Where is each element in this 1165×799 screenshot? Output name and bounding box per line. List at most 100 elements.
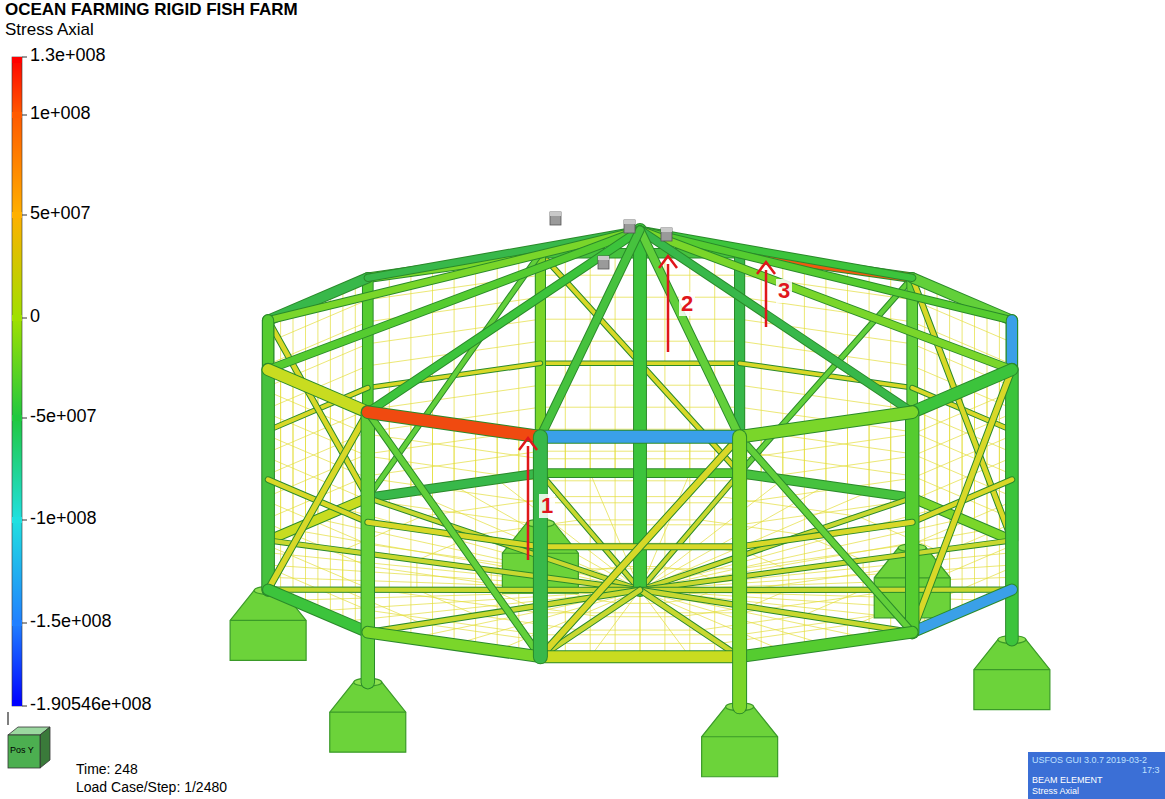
beam-outline bbox=[1006, 320, 1018, 369]
chart-title: OCEAN FARMING RIGID FISH FARM bbox=[5, 1, 298, 20]
pontoon-body bbox=[974, 640, 1050, 710]
arrow-head bbox=[659, 256, 677, 268]
tick-mark bbox=[22, 57, 27, 58]
net-line bbox=[560, 643, 719, 644]
net-line bbox=[912, 454, 1012, 497]
beam-member bbox=[640, 590, 912, 632]
beam-outline bbox=[368, 412, 541, 437]
info-panel bbox=[1028, 752, 1165, 799]
callout-arrow bbox=[765, 270, 768, 327]
net-line bbox=[640, 590, 641, 657]
pontoon-body bbox=[330, 682, 406, 752]
legend-swatch bbox=[12, 57, 22, 63]
legend-value: -1e+008 bbox=[30, 509, 97, 529]
gray-block bbox=[598, 256, 609, 269]
pontoon-edge bbox=[230, 620, 306, 621]
beam-member bbox=[1007, 320, 1017, 369]
beam-outline bbox=[368, 632, 541, 657]
beam-outline bbox=[268, 412, 368, 589]
beam-member bbox=[362, 412, 374, 682]
beam-member bbox=[640, 587, 1012, 592]
legend-value: 5e+007 bbox=[30, 204, 91, 224]
pontoon-edge bbox=[330, 712, 406, 713]
pontoon-edge bbox=[702, 736, 778, 737]
legend-value: 1.3e+008 bbox=[30, 46, 106, 66]
beam-outline bbox=[265, 320, 272, 589]
pontoon bbox=[974, 636, 1050, 710]
beam-member bbox=[268, 370, 368, 413]
gray-block bbox=[550, 212, 561, 225]
beam-member bbox=[268, 587, 640, 592]
beam-member bbox=[640, 230, 740, 437]
beam-outline bbox=[540, 230, 640, 437]
net-line bbox=[640, 589, 1012, 590]
beam-member bbox=[368, 412, 541, 437]
beam-outline bbox=[533, 437, 548, 657]
beam-outline bbox=[540, 437, 739, 657]
legend-swatch bbox=[12, 620, 22, 626]
net-line bbox=[268, 589, 640, 590]
beam-outline bbox=[740, 473, 913, 498]
arrow-head bbox=[519, 438, 537, 450]
beam-member bbox=[740, 473, 913, 498]
beam-outline bbox=[368, 412, 541, 657]
tick-mark bbox=[22, 520, 27, 521]
legend-swatch bbox=[12, 700, 22, 706]
beam-member bbox=[268, 590, 368, 633]
beam-outline bbox=[1005, 370, 1019, 640]
beam-member bbox=[640, 590, 740, 657]
callout-number: 1 bbox=[539, 494, 555, 518]
gray-block bbox=[661, 228, 672, 241]
callout-number: 2 bbox=[679, 292, 695, 316]
beam-outline bbox=[640, 230, 740, 437]
beam-outline bbox=[640, 586, 1012, 593]
pontoon-edge bbox=[974, 669, 1050, 670]
net-line bbox=[912, 322, 1012, 365]
net-line bbox=[640, 473, 690, 590]
beam-member bbox=[912, 370, 1012, 633]
callout-arrow bbox=[667, 264, 670, 352]
net-line bbox=[417, 590, 477, 616]
beam-outline bbox=[262, 320, 275, 590]
beam-outline bbox=[268, 370, 368, 413]
element-label: BEAM ELEMENT bbox=[1032, 776, 1103, 786]
beam-member bbox=[268, 412, 368, 589]
net-line bbox=[416, 560, 417, 590]
net-line bbox=[912, 432, 1012, 475]
gray-block bbox=[624, 220, 635, 233]
net-line bbox=[343, 590, 423, 624]
beam-member bbox=[540, 437, 739, 657]
beam-member bbox=[534, 437, 547, 657]
beam-member bbox=[640, 230, 1012, 320]
gray-block-top bbox=[550, 212, 561, 216]
beam-outline bbox=[740, 632, 913, 657]
gray-block-top bbox=[598, 256, 609, 260]
beam-member bbox=[266, 320, 271, 589]
beam-member bbox=[634, 230, 646, 590]
beam-outline bbox=[640, 590, 740, 657]
beam-outline bbox=[361, 412, 375, 682]
beam-outline bbox=[740, 437, 913, 632]
time-label: Time: 248 bbox=[76, 762, 138, 777]
callout-number: 3 bbox=[776, 279, 792, 303]
beam-member bbox=[263, 320, 273, 369]
legend-value: 0 bbox=[30, 307, 40, 327]
tick-mark bbox=[22, 115, 27, 116]
tick-mark bbox=[22, 623, 27, 624]
software-label: USFOS GUI 3.0.7 bbox=[1032, 756, 1104, 766]
net-line bbox=[749, 553, 789, 570]
beam-outline bbox=[262, 320, 274, 369]
beam-outline bbox=[268, 590, 368, 633]
gray-block-top bbox=[624, 220, 635, 224]
legend-swatch bbox=[12, 315, 22, 321]
gray-block-top bbox=[661, 228, 672, 232]
beam-member bbox=[540, 230, 640, 437]
tick-mark bbox=[22, 706, 27, 707]
time-stamp: 17:3 bbox=[1142, 766, 1160, 776]
beam-member bbox=[740, 412, 913, 437]
net-line bbox=[700, 520, 804, 535]
axis-label: Pos Y bbox=[10, 746, 34, 756]
legend-value: 1e+008 bbox=[30, 104, 91, 124]
legend-swatch bbox=[12, 212, 22, 218]
